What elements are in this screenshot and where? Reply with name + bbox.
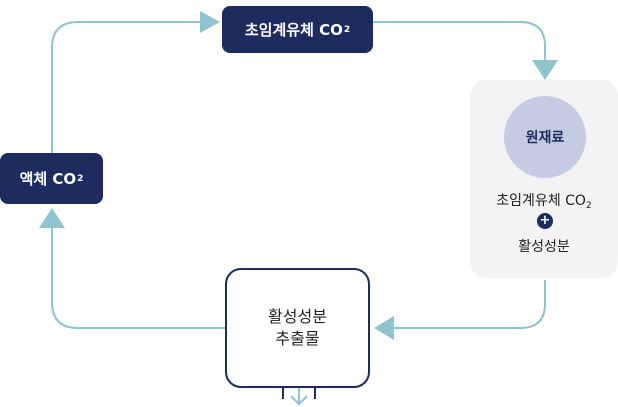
- mixture-co2-label: 초임계유체 CO: [496, 193, 586, 209]
- mixture-co2-subscript: 2: [585, 201, 592, 211]
- liquid-co2-label: 액체 CO: [19, 170, 77, 188]
- extraction-label: 활성성분 추출물: [225, 306, 370, 350]
- flow-arrow-up-left: [39, 208, 65, 228]
- flow-line-extraction-to-liquid: [51, 228, 225, 329]
- extraction-label-line-1: 활성성분: [268, 307, 327, 326]
- flow-arrow-left-bottom: [374, 316, 394, 340]
- mixture-line-1: 초임계유체 CO2: [470, 190, 618, 211]
- raw-material-label: 원재료: [525, 130, 565, 146]
- outlet-arrow-head-icon: [290, 395, 308, 406]
- flow-arrow-right-top: [200, 11, 220, 33]
- supercritical-co2-label: 초임계유체 CO: [244, 21, 343, 39]
- flow-line-panel-to-extraction: [394, 280, 546, 329]
- flow-line-liquid-to-supercritical: [51, 21, 200, 153]
- flow-arrow-down-right: [532, 60, 558, 80]
- plus-icon: +: [537, 213, 553, 229]
- raw-material-circle: 원재료: [504, 96, 586, 178]
- extraction-label-line-2: 추출물: [275, 329, 320, 348]
- liquid-co2-subscript: 2: [77, 173, 84, 184]
- flow-line-supercritical-to-panel: [373, 21, 546, 60]
- node-extraction-box: [225, 268, 370, 388]
- supercritical-co2-subscript: 2: [343, 24, 351, 35]
- mixture-line-2: 활성성분: [518, 239, 570, 255]
